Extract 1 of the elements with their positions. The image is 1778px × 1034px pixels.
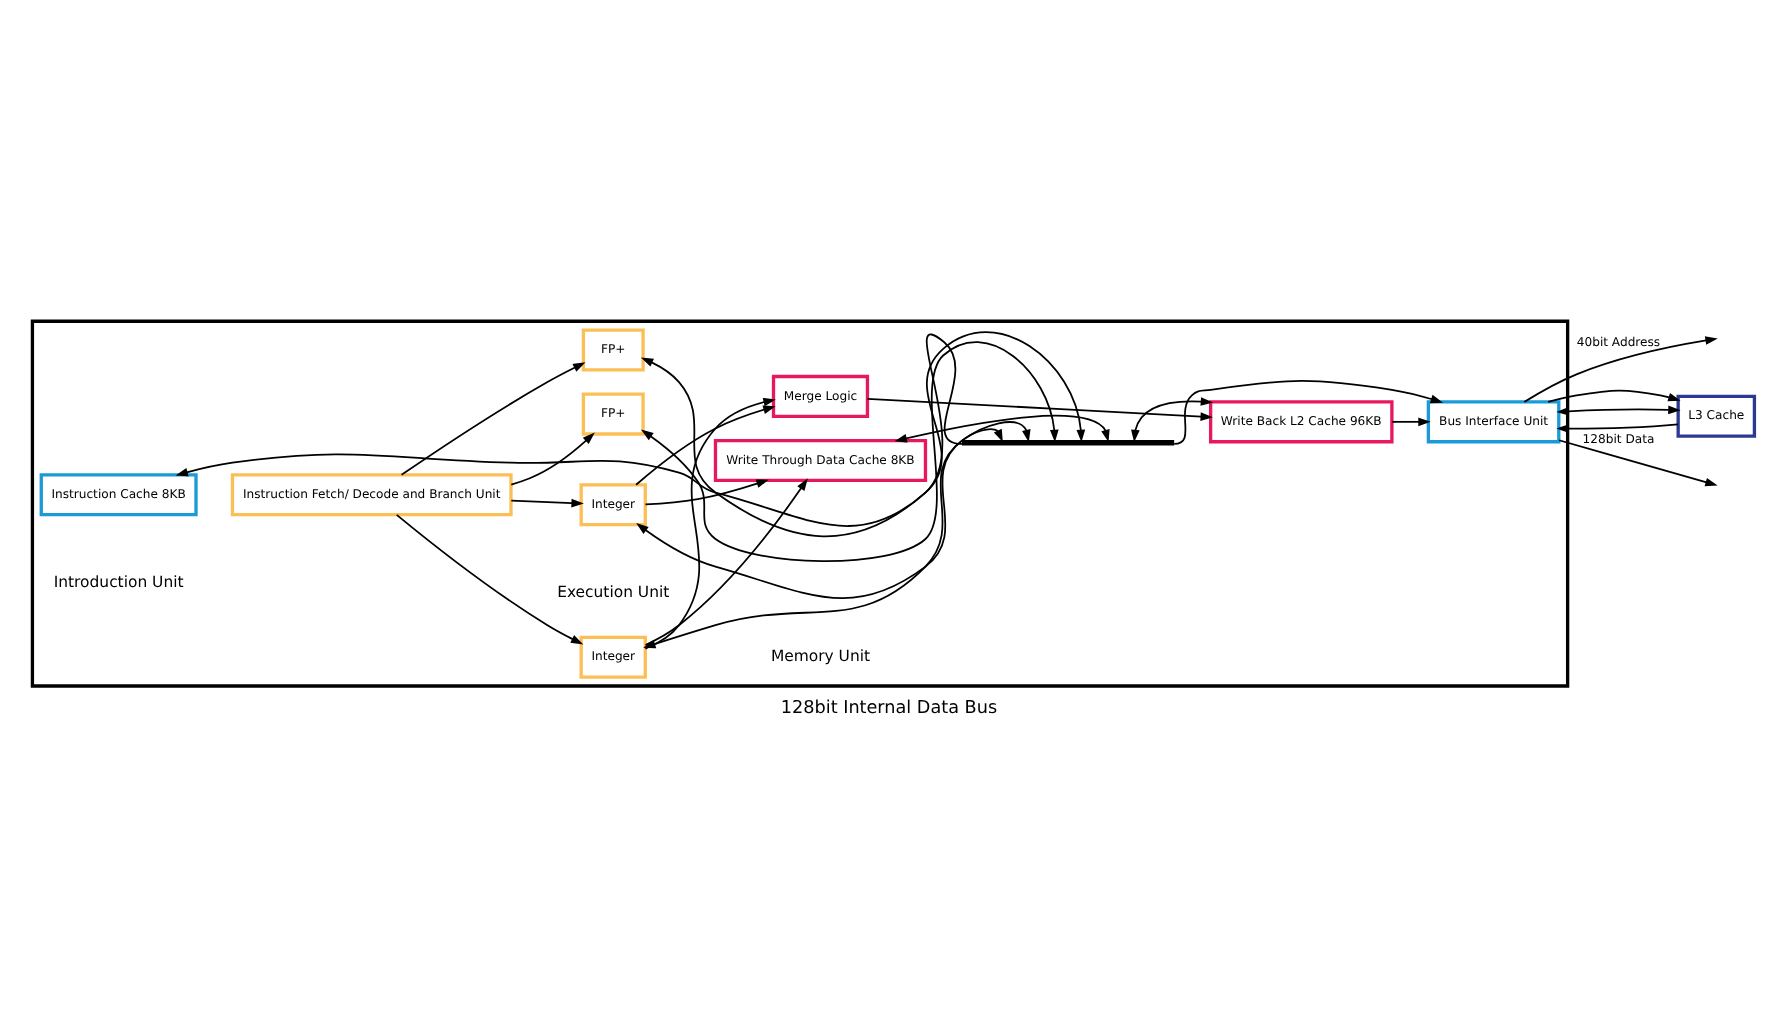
caption: 128bit Internal Data Bus xyxy=(780,698,998,719)
